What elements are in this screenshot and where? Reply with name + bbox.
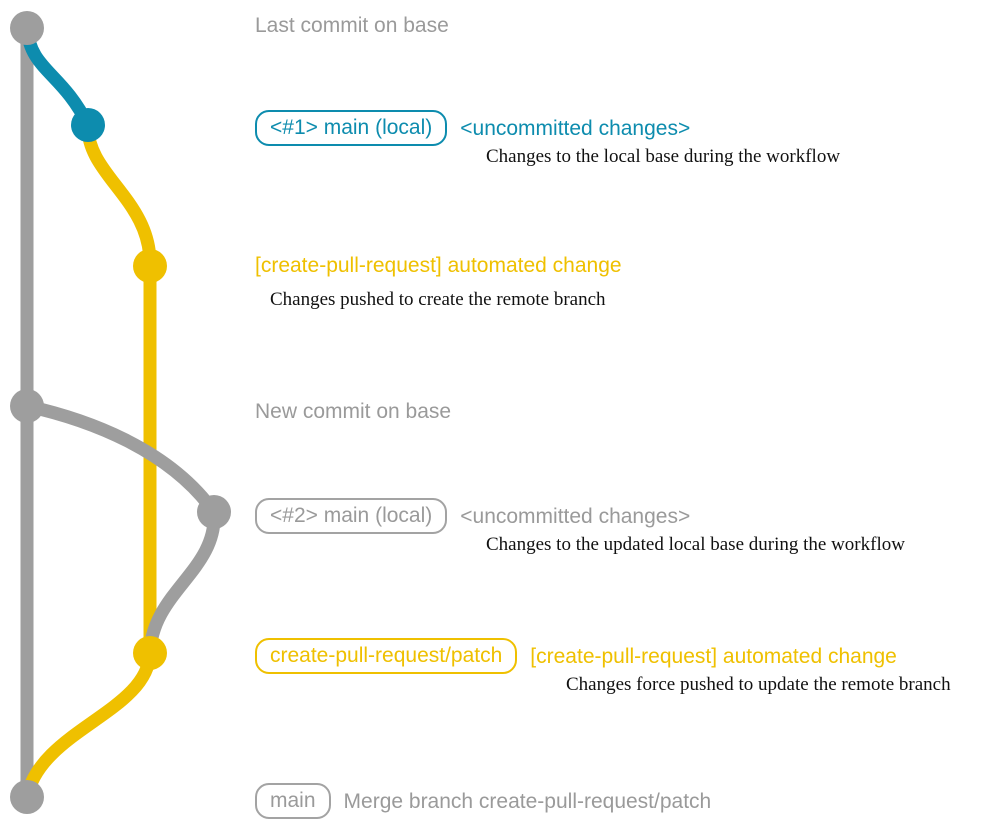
commit-note-remote-create: Changes pushed to create the remote bran… — [270, 289, 606, 310]
commit-note-remote-patch: Changes force pushed to update the remot… — [566, 674, 951, 695]
commit-row-base-merge: main Merge branch create-pull-request/pa… — [255, 783, 711, 819]
commit-row-local-1: <#1> main (local) <uncommitted changes> — [255, 110, 690, 146]
node-local-1[interactable] — [71, 108, 105, 142]
commit-subject-local-2: <uncommitted changes> — [460, 504, 691, 528]
heading-new-commit: New commit on base — [255, 400, 452, 423]
node-remote-create[interactable] — [133, 249, 167, 283]
node-remote-patch[interactable] — [133, 636, 167, 670]
node-base-merge[interactable] — [10, 780, 44, 814]
commit-subject-base-merge: Merge branch create-pull-request/patch — [343, 789, 712, 813]
commit-note-local-2: Changes to the updated local base during… — [486, 534, 905, 555]
node-base-new[interactable] — [10, 389, 44, 423]
commit-row-remote-create: [create-pull-request] automated change — [255, 254, 622, 277]
branch-pill-main-local-2[interactable]: <#2> main (local) — [255, 498, 448, 534]
heading-last-commit: Last commit on base — [255, 14, 449, 37]
commit-subject-remote-patch: [create-pull-request] automated change — [530, 644, 897, 668]
branch-pill-create-pull-request-patch[interactable]: create-pull-request/patch — [255, 638, 518, 674]
commit-subject-local-1: <uncommitted changes> — [460, 116, 691, 140]
commit-subject-remote-create: [create-pull-request] automated change — [255, 254, 622, 277]
commit-row-remote-patch: create-pull-request/patch [create-pull-r… — [255, 638, 897, 674]
edge-remote-patch-to-merge — [20, 646, 157, 804]
node-base-last[interactable] — [10, 11, 44, 45]
edge-local2-to-remote-patch — [143, 505, 221, 660]
branch-pill-main[interactable]: main — [255, 783, 331, 819]
commit-row-local-2: <#2> main (local) <uncommitted changes> — [255, 498, 690, 534]
branch-pill-main-local-1[interactable]: <#1> main (local) — [255, 110, 448, 146]
commit-note-local-1: Changes to the local base during the wor… — [486, 146, 841, 167]
edge-base-new-to-local2 — [20, 399, 221, 519]
node-local-2[interactable] — [197, 495, 231, 529]
